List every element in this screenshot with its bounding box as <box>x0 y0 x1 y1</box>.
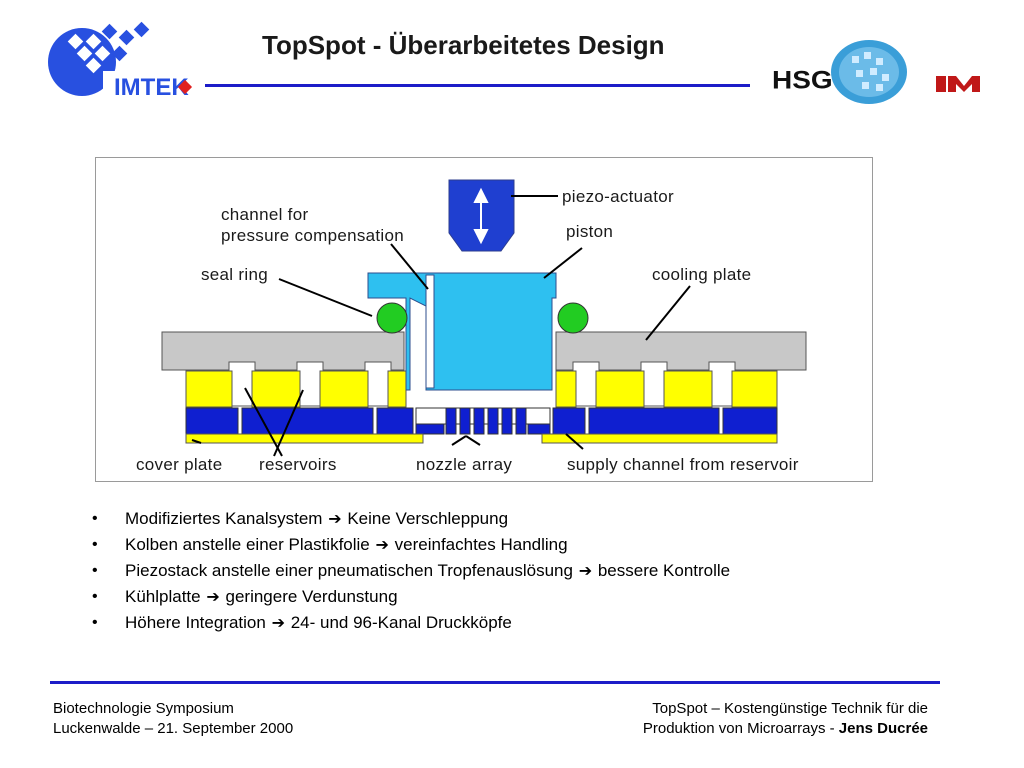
actuator-arrow-icon <box>473 187 489 245</box>
bullet-list: • Modifiziertes Kanalsystem ➔ Keine Vers… <box>92 508 892 638</box>
bullet-dot-icon: • <box>92 562 98 579</box>
bullet-item: • Kühlplatte ➔ geringere Verdunstung <box>92 587 398 606</box>
bullet-item: • Piezostack anstelle einer pneumatische… <box>92 561 731 580</box>
bullet-dot-icon: • <box>92 510 98 527</box>
arrow-right-icon: ➔ <box>328 509 342 528</box>
imtek-wordmark: IMTEK <box>114 74 189 101</box>
arrow-right-icon: ➔ <box>206 587 220 606</box>
pressure-channel <box>425 274 435 389</box>
bullet-item: • Höhere Integration ➔ 24- und 96-Kanal … <box>92 613 512 632</box>
imtek-globe-icon <box>48 28 116 96</box>
bullet-dot-icon: • <box>92 536 98 553</box>
label-reservoirs: reservoirs <box>259 455 337 474</box>
footer-author: Jens Ducrée <box>838 720 928 737</box>
slide-title: TopSpot - Überarbeitetes Design <box>262 30 665 60</box>
label-supply-channel: supply channel from reservoir <box>567 455 799 474</box>
label-piston: piston <box>566 222 614 241</box>
footer-date: Luckenwalde – 21. September 2000 <box>53 720 294 737</box>
footer-right: TopSpot – Kostengünstige Technik für die… <box>643 699 928 739</box>
label-nozzle-array: nozzle array <box>416 455 513 474</box>
label-cover-plate: cover plate <box>136 455 223 474</box>
label-piezo-actuator: piezo-actuator <box>562 187 674 206</box>
cover-plate-left <box>185 433 424 444</box>
footer-event: Biotechnologie Symposium <box>53 700 234 717</box>
label-cooling-plate: cooling plate <box>652 265 752 284</box>
arrow-right-icon: ➔ <box>578 561 593 580</box>
imtek-logo: IMTEK <box>48 21 199 101</box>
footer-divider <box>50 681 940 684</box>
partner-logos: HSG <box>772 40 980 104</box>
label-seal-ring: seal ring <box>201 265 268 284</box>
reservoir-layer <box>185 370 778 408</box>
arrow-right-icon: ➔ <box>375 535 389 554</box>
footer-left: Biotechnologie Symposium Luckenwalde – 2… <box>53 699 293 739</box>
bullet-item: • Modifiziertes Kanalsystem ➔ Keine Vers… <box>92 509 509 528</box>
cooling-plate-left <box>161 331 405 371</box>
printhead-diagram: piezo-actuator channel for pressure comp… <box>95 157 873 482</box>
footer-topic: TopSpot – Kostengünstige Technik für die <box>652 700 928 717</box>
nozzle-array-structure <box>415 407 551 435</box>
footer-author-line: Produktion von Microarrays - Jens Ducrée <box>642 720 928 737</box>
bullet-dot-icon: • <box>92 614 98 631</box>
imit-logo-icon <box>936 76 980 92</box>
label-channel-line1: channel for <box>221 205 309 224</box>
bullet-dot-icon: • <box>92 588 98 605</box>
cover-plate-right <box>541 433 778 444</box>
hsg-wordmark: HSG <box>772 66 833 94</box>
bullet-item: • Kolben anstelle einer Plastikfolie ➔ v… <box>92 535 568 554</box>
seal-ring-left <box>376 302 408 334</box>
label-channel-line2: pressure compensation <box>221 226 405 245</box>
arrow-right-icon: ➔ <box>271 613 285 632</box>
title-divider <box>205 84 750 87</box>
seal-ring-right <box>557 302 589 334</box>
